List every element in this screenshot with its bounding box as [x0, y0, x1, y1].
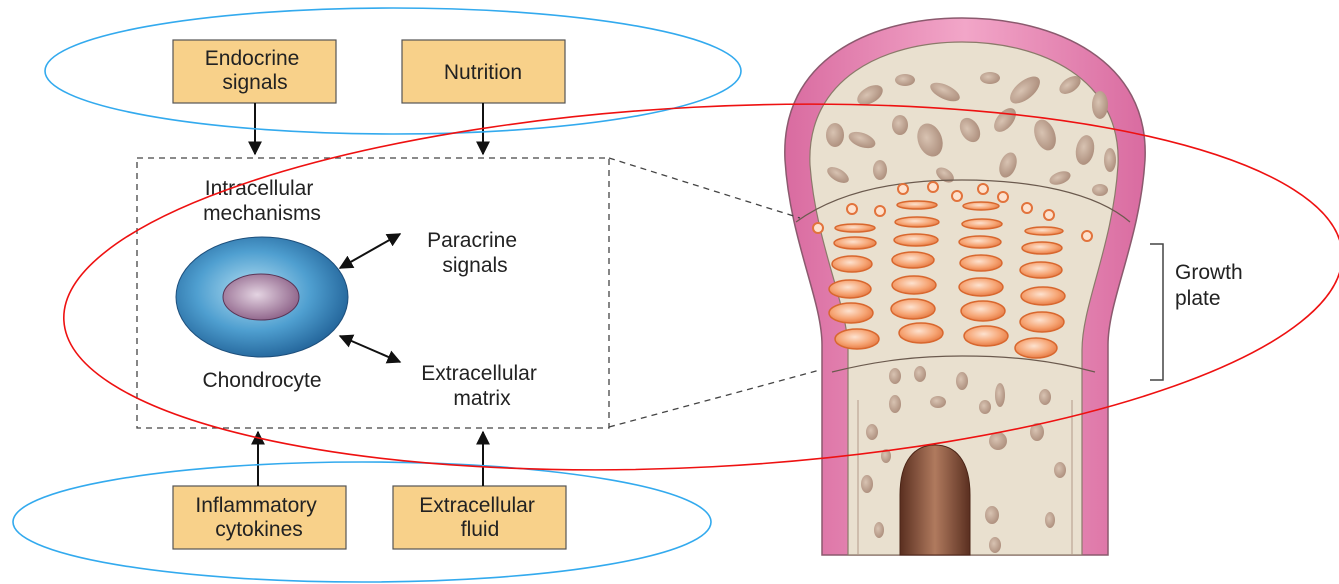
- endocrine-box: Endocrine signals: [173, 40, 336, 103]
- zoom-line-top: [609, 158, 800, 218]
- growth-plate-bracket: [1150, 244, 1163, 380]
- bone-illustration: [785, 18, 1145, 555]
- paracrine-arrow: [340, 234, 400, 268]
- intracellular-label: Intracellular mechanisms: [203, 177, 321, 225]
- nutrition-box: Nutrition: [402, 40, 565, 103]
- svg-text:Nutrition: Nutrition: [444, 61, 522, 84]
- chondrocyte-cell: [176, 237, 348, 357]
- growth-plate-label: Growth plate: [1175, 261, 1249, 310]
- matrix-arrow: [340, 336, 400, 362]
- top-blue-ellipse: [45, 8, 741, 134]
- bottom-blue-ellipse: [13, 462, 711, 582]
- paracrine-label: Paracrine signals: [427, 229, 523, 277]
- extracellular-matrix-label: Extracellular matrix: [421, 362, 542, 410]
- marrow-cavity: [900, 445, 970, 555]
- inflammatory-box: Inflammatory cytokines: [173, 486, 346, 549]
- chondrocyte-label: Chondrocyte: [202, 369, 321, 392]
- extracellular-fluid-box: Extracellular fluid: [393, 486, 566, 549]
- zoom-line-bottom: [609, 370, 820, 427]
- nucleus: [223, 274, 299, 320]
